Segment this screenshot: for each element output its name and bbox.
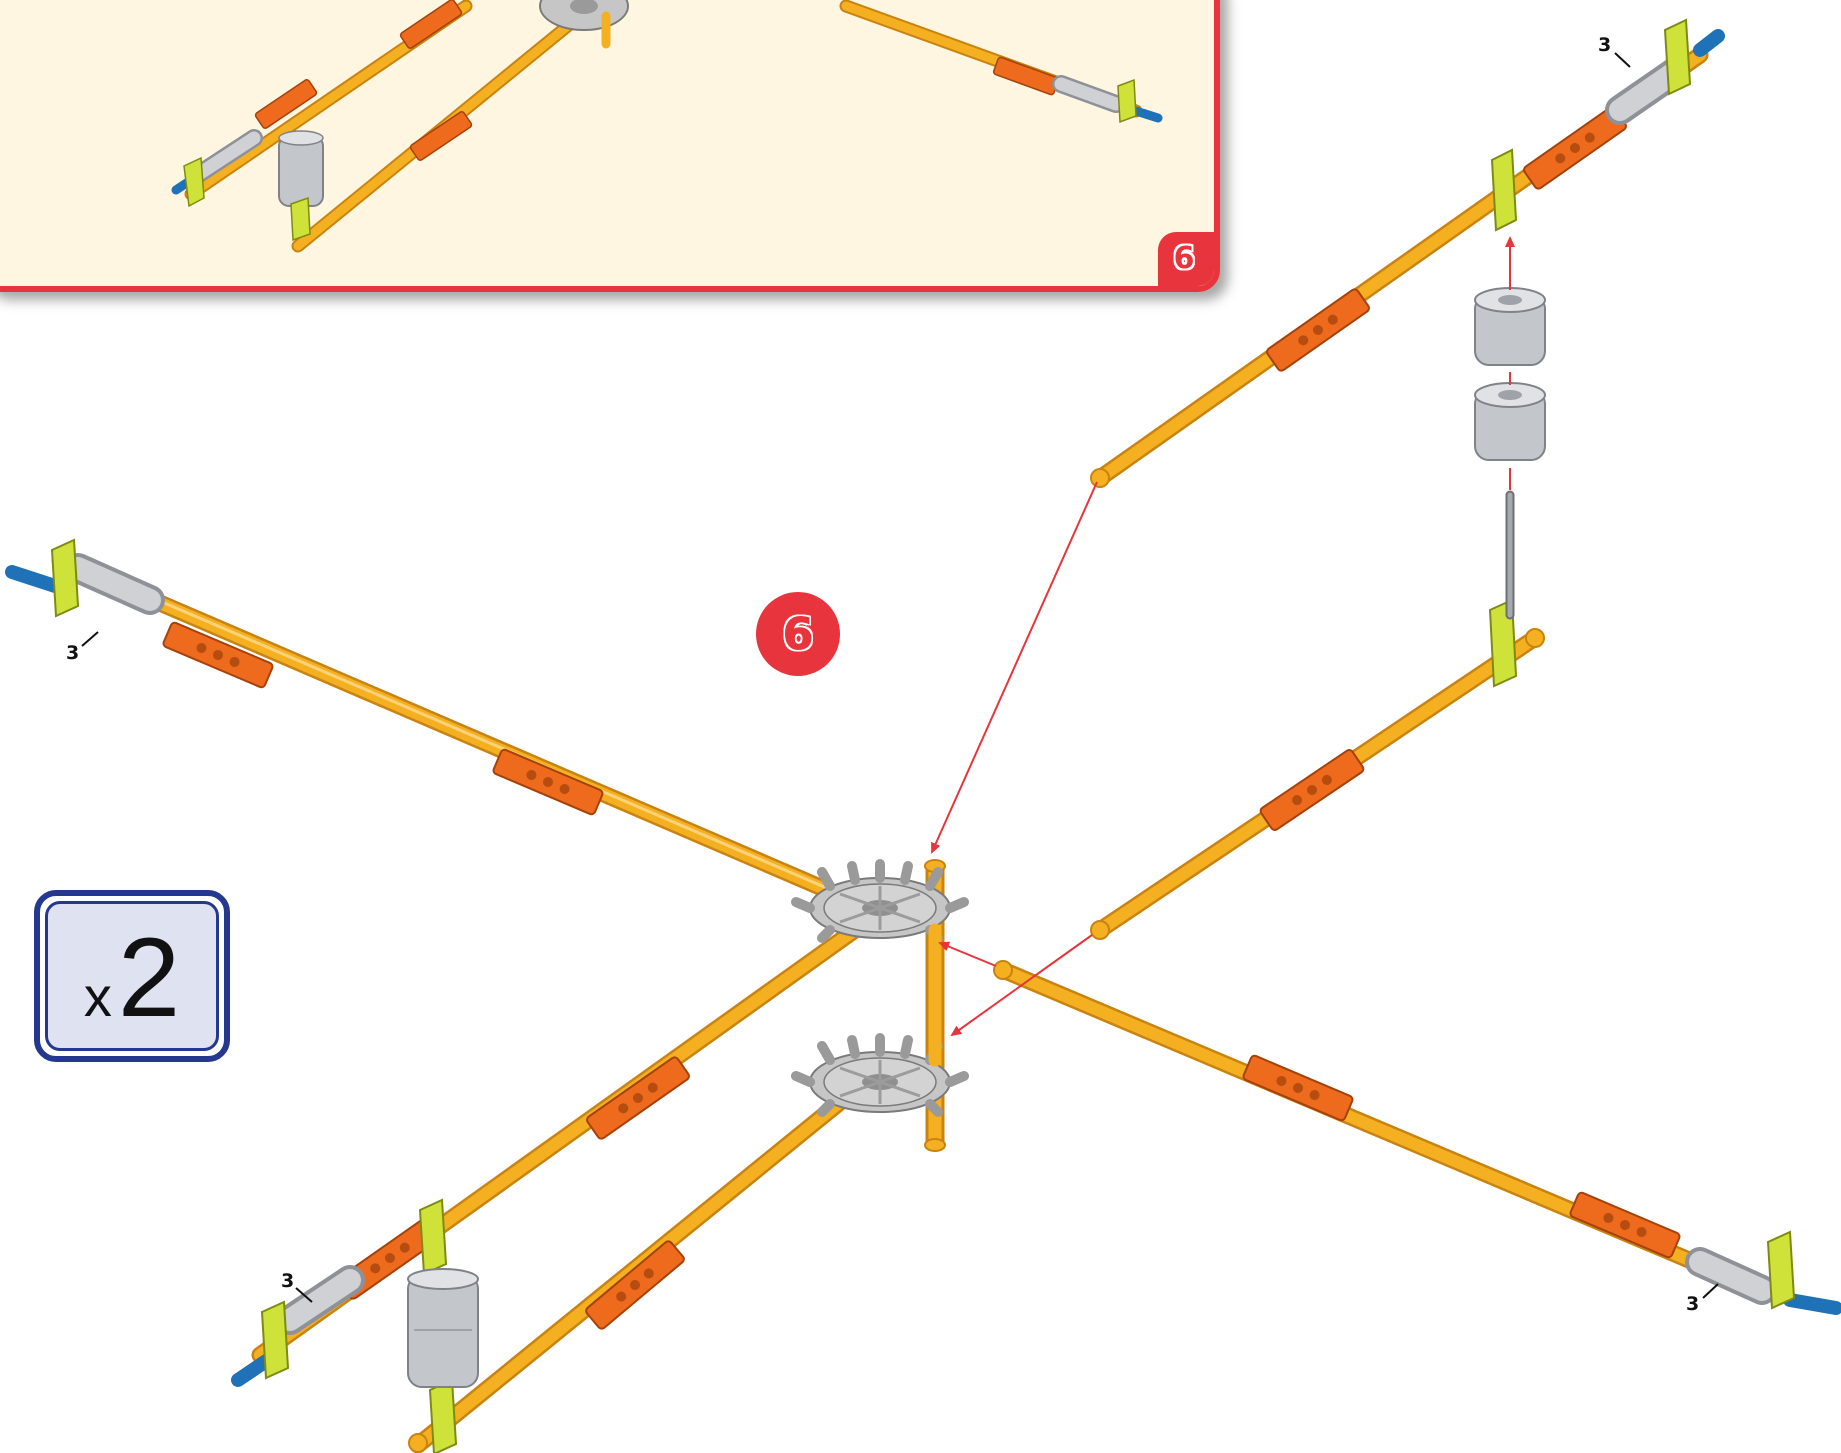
- callout-leader-3: [295, 1287, 313, 1303]
- clip-upper-right-mid: [1490, 148, 1518, 232]
- inset-diagram: [171, 0, 1163, 253]
- connector-10: [1259, 749, 1365, 831]
- quantity-inner: x 2: [45, 901, 219, 1051]
- wheel-icon: [278, 130, 324, 242]
- inset-corner-tab: [1158, 232, 1214, 286]
- callout-label: 3: [1686, 1293, 1700, 1315]
- quantity-box: x 2: [34, 890, 230, 1062]
- gear-icon-lower: [791, 1033, 969, 1117]
- callout-label: 3: [66, 642, 80, 664]
- rod-upper-left: [51, 551, 859, 909]
- gear-icon: [539, 0, 629, 49]
- connector-7: [1569, 1191, 1681, 1259]
- callout-label: 3: [281, 1270, 295, 1292]
- sleeve-top-left: [5, 538, 165, 618]
- sleeve-bottom-left: [231, 1265, 365, 1387]
- connector-8: [1266, 288, 1370, 372]
- inset-sleeve-right: [1052, 75, 1163, 124]
- spacer-upper: [1474, 287, 1546, 366]
- callout-label: 3: [1598, 34, 1612, 56]
- inset-sleeve-left: [171, 129, 263, 208]
- wheel-icon: [407, 1268, 479, 1388]
- connector-1: [162, 621, 274, 689]
- inset-connector-1: [399, 0, 463, 49]
- rod-end-middle-right: [1525, 628, 1545, 648]
- callout-leader-1: [81, 631, 99, 647]
- quantity-count: 2: [117, 915, 181, 1040]
- spacer-lower: [1474, 382, 1546, 461]
- clip-bottom: [428, 1378, 458, 1453]
- callout-leader-4: [1702, 1283, 1719, 1299]
- step-number-badge: 6: [756, 592, 840, 676]
- arrow-icon: [931, 236, 1515, 1037]
- sleeve-top-right: [1605, 18, 1725, 125]
- gear-icon: [791, 859, 969, 943]
- clip-bottom-left: [418, 1198, 448, 1276]
- inset-step-number: 6: [1173, 240, 1195, 276]
- connector-3: [586, 1056, 690, 1140]
- inset-connector-2: [254, 79, 318, 129]
- inset-panel: 6: [0, 0, 1220, 292]
- sleeve-bottom-right: [1685, 1230, 1841, 1315]
- rod-end-bottom: [408, 1433, 428, 1453]
- clip-middle-right-top: [1488, 598, 1518, 688]
- connector-2: [492, 748, 604, 816]
- connector-6: [1242, 1054, 1354, 1122]
- quantity-prefix: x: [83, 965, 112, 1028]
- inset-connector-3: [409, 111, 473, 161]
- connector-5: [585, 1240, 685, 1330]
- callout-leader-2: [1614, 52, 1631, 68]
